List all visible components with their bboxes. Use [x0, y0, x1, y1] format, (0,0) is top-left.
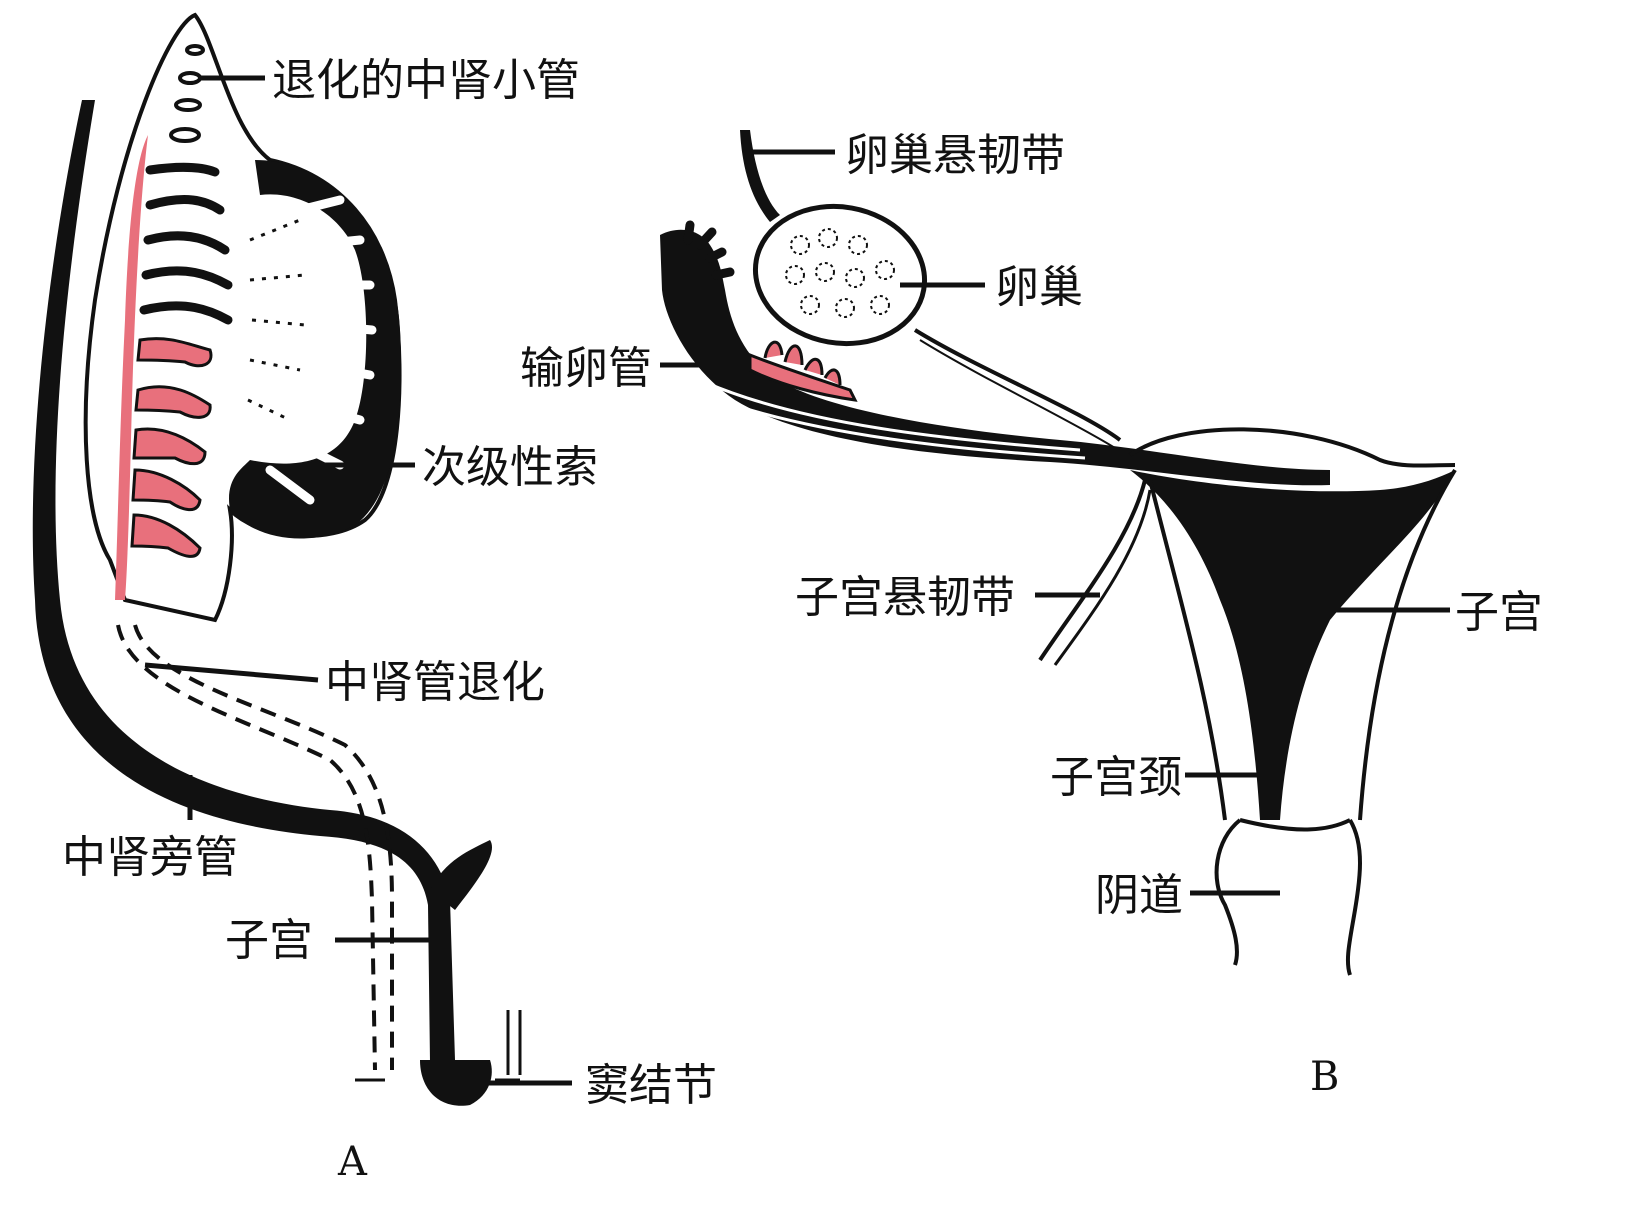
panel-caption-a: A — [337, 1139, 368, 1185]
panel-a: 退化的中肾小管 次级性索 中肾管退化 中肾旁管 子宫 窦结节 A — [33, 15, 717, 1185]
mesonephric-tubules — [144, 167, 228, 320]
label-vagina: 阴道 — [1095, 870, 1183, 921]
label-suspensory-ligament-of-uterus: 子宫悬韧带 — [795, 572, 1015, 623]
label-uterus-b: 子宫 — [1455, 587, 1543, 638]
label-regressing-mesonephric-tubules: 退化的中肾小管 — [272, 55, 580, 106]
label-uterus-a: 子宫 — [225, 915, 313, 966]
suspensory-ligament-of-uterus — [1040, 480, 1145, 660]
gonad-shell — [229, 160, 401, 539]
label-cervix: 子宫颈 — [1050, 752, 1182, 803]
panel-b: 卵巢悬韧带 卵巢 输卵管 子宫悬韧带 子宫 子宫颈 阴道 B — [520, 130, 1543, 1100]
panel-caption-b: B — [1310, 1054, 1339, 1100]
ovarian-ligament — [915, 330, 1120, 440]
label-suspensory-ligament-of-ovary: 卵巢悬韧带 — [845, 130, 1065, 181]
vagina — [1217, 820, 1360, 975]
mesonephric-tubules-red — [132, 339, 211, 557]
label-secondary-sex-cords: 次级性索 — [422, 442, 598, 493]
label-mesonephric-duct-regression: 中肾管退化 — [325, 657, 545, 708]
label-oviduct: 输卵管 — [520, 343, 652, 394]
suspensory-ligament-of-ovary — [740, 130, 780, 222]
label-paramesonephric-duct: 中肾旁管 — [62, 832, 238, 883]
label-ovary: 卵巢 — [995, 262, 1083, 313]
regressed-tubule-ovals — [171, 46, 203, 141]
label-sinus-tubercle: 窦结节 — [585, 1060, 717, 1111]
rete-dots — [248, 220, 305, 420]
